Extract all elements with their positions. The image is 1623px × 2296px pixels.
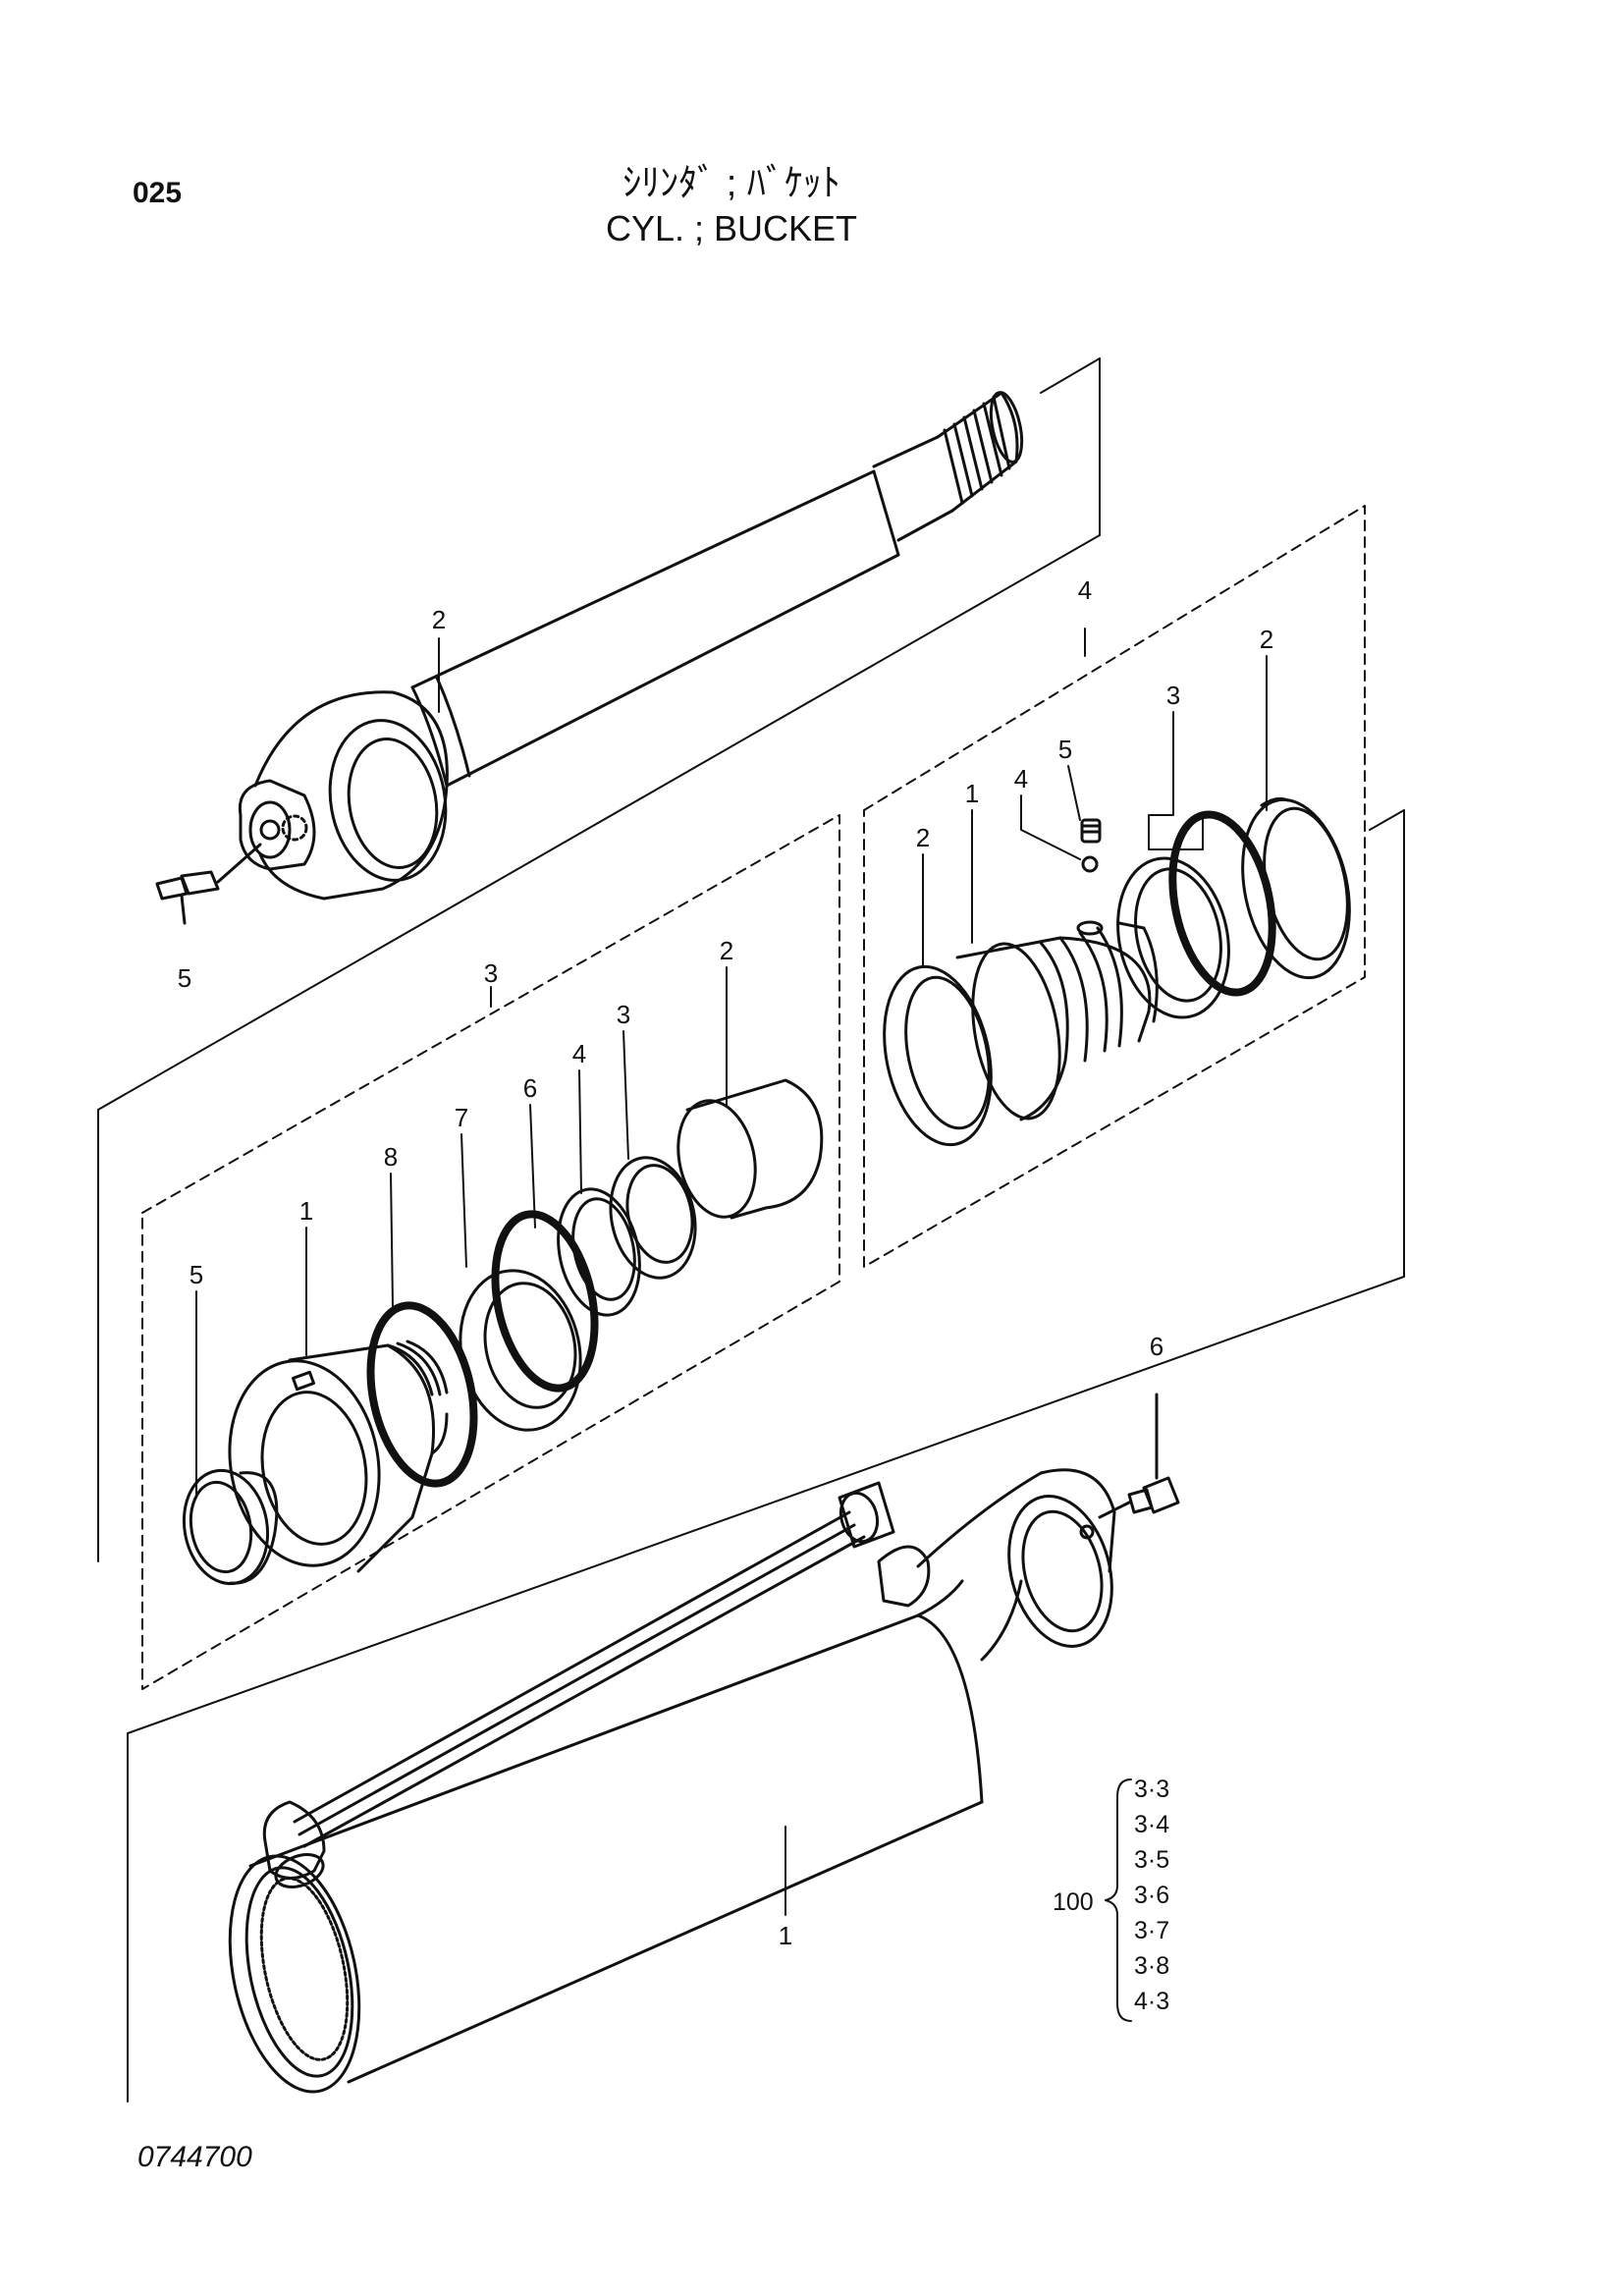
kit-brace: [1105, 1778, 1132, 2022]
callout-piston-2: 2: [720, 936, 733, 965]
callout-piston-box-3: 3: [484, 958, 498, 988]
callout-head-2-left: 2: [916, 823, 930, 852]
callout-tube-1: 1: [779, 1921, 792, 1950]
callout-piston-6: 6: [523, 1073, 537, 1103]
callout-piston-8: 8: [384, 1142, 398, 1172]
kit-item: 3·7: [1134, 1917, 1169, 1944]
kit-item: 3·3: [1134, 1776, 1169, 1803]
callout-rod-grease-5: 5: [178, 963, 191, 993]
callout-head-3: 3: [1166, 681, 1180, 710]
callout-labels: 2 5 3 5 1 8 7 6 4 3 2 4 2 1 4 5 3 2 6 1: [178, 575, 1273, 1950]
page-number: 025: [133, 177, 183, 209]
callout-rod-2: 2: [432, 605, 446, 634]
rod-frame-lines: [97, 357, 1101, 1562]
callout-piston-5: 5: [189, 1260, 203, 1289]
callout-head-1: 1: [965, 779, 979, 808]
kit-item: 3·5: [1134, 1846, 1169, 1874]
piston-parts: [182, 1078, 824, 1586]
grease-fitting-tube: [1098, 1393, 1180, 1519]
kit-items: 3·3 3·4 3·5 3·6 3·7 3·8 4·3: [1134, 1776, 1169, 2015]
callout-piston-4: 4: [572, 1039, 586, 1068]
kit-list: 100 3·3 3·4 3·5 3·6 3·7 3·8 4·3: [1053, 1776, 1169, 2015]
title-english: CYL. ; BUCKET: [605, 208, 858, 248]
head-kit-box: [863, 505, 1366, 1268]
kit-item: 3·4: [1134, 1811, 1169, 1838]
callout-piston-7: 7: [455, 1103, 468, 1132]
head-parts: [883, 796, 1351, 1147]
callout-piston-1: 1: [299, 1196, 313, 1226]
callout-tube-6: 6: [1150, 1332, 1163, 1361]
leader-lines: [195, 637, 1268, 1916]
callout-head-2-right: 2: [1260, 625, 1273, 654]
grease-fitting-rod: [155, 843, 262, 925]
title-japanese: ｼﾘﾝﾀﾞ ; ﾊﾞｹｯﾄ: [622, 163, 840, 204]
callout-head-box-4: 4: [1078, 575, 1092, 605]
piston-rod: [238, 391, 1024, 901]
kit-item: 3·6: [1134, 1882, 1169, 1909]
kit-item: 3·8: [1134, 1952, 1169, 1980]
callout-piston-3: 3: [617, 1000, 630, 1029]
callout-head-5: 5: [1058, 735, 1072, 764]
callout-head-4: 4: [1014, 764, 1028, 793]
head-frame-lines: [127, 809, 1405, 2103]
cylinder-tube: [228, 1468, 1116, 2094]
drawing-code: 0744700: [137, 2141, 252, 2173]
piston-kit-box: [141, 814, 840, 1690]
kit-label: 100: [1053, 1888, 1094, 1916]
kit-item: 4·3: [1134, 1988, 1169, 2015]
